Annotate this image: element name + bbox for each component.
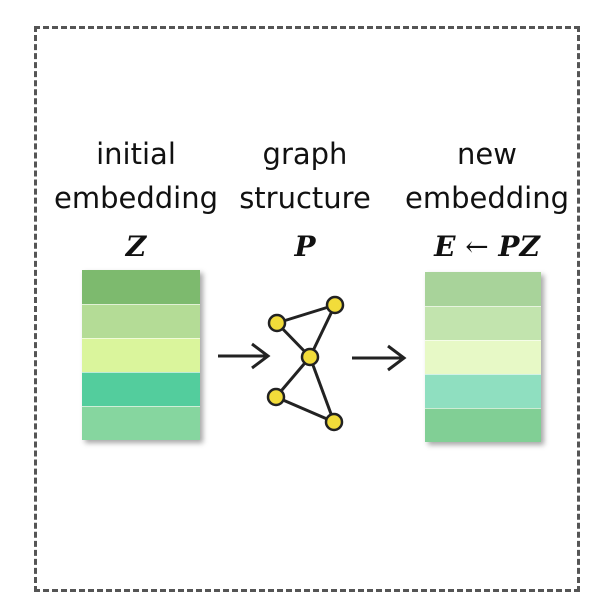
dashed-frame [34, 26, 580, 592]
right-arrow-icon [352, 344, 407, 372]
graph-node [325, 295, 345, 315]
graph-symbol: P [294, 230, 316, 263]
new-embedding-label: new embedding [396, 132, 578, 220]
graph-label-line1: graph [262, 137, 348, 171]
graph-node [266, 387, 286, 407]
embedding-cell [82, 270, 200, 304]
graph-node [300, 347, 320, 367]
new-label-line2: embedding [404, 181, 569, 215]
embedding-cell [425, 272, 541, 306]
graph-node [267, 313, 287, 333]
new-symbol-left: E [434, 230, 456, 263]
new-symbol-right: PZ [498, 230, 540, 263]
initial-embedding-matrix [82, 270, 200, 440]
embedding-cell [425, 408, 541, 442]
right-arrow-icon [218, 342, 271, 370]
new-label-line1: new [457, 137, 517, 171]
graph-label-line2: structure [239, 181, 371, 215]
new-embedding-matrix [425, 272, 541, 442]
embedding-cell [82, 372, 200, 406]
embedding-cell [82, 338, 200, 372]
embedding-cell [425, 306, 541, 340]
graph-node [324, 412, 344, 432]
embedding-cell [425, 340, 541, 374]
initial-label-line1: initial [96, 137, 176, 171]
assign-arrow: ← [465, 230, 489, 263]
graph-icon [266, 295, 345, 432]
graph-nodes [266, 295, 345, 432]
initial-symbol: Z [125, 230, 147, 263]
new-symbol: E ← PZ [396, 230, 578, 263]
initial-embedding-label: initial embedding [48, 132, 224, 220]
initial-label-line2: embedding [53, 181, 218, 215]
graph-structure-label: graph structure [230, 132, 380, 220]
embedding-cell [82, 304, 200, 338]
embedding-cell [425, 374, 541, 408]
embedding-cell [82, 406, 200, 440]
